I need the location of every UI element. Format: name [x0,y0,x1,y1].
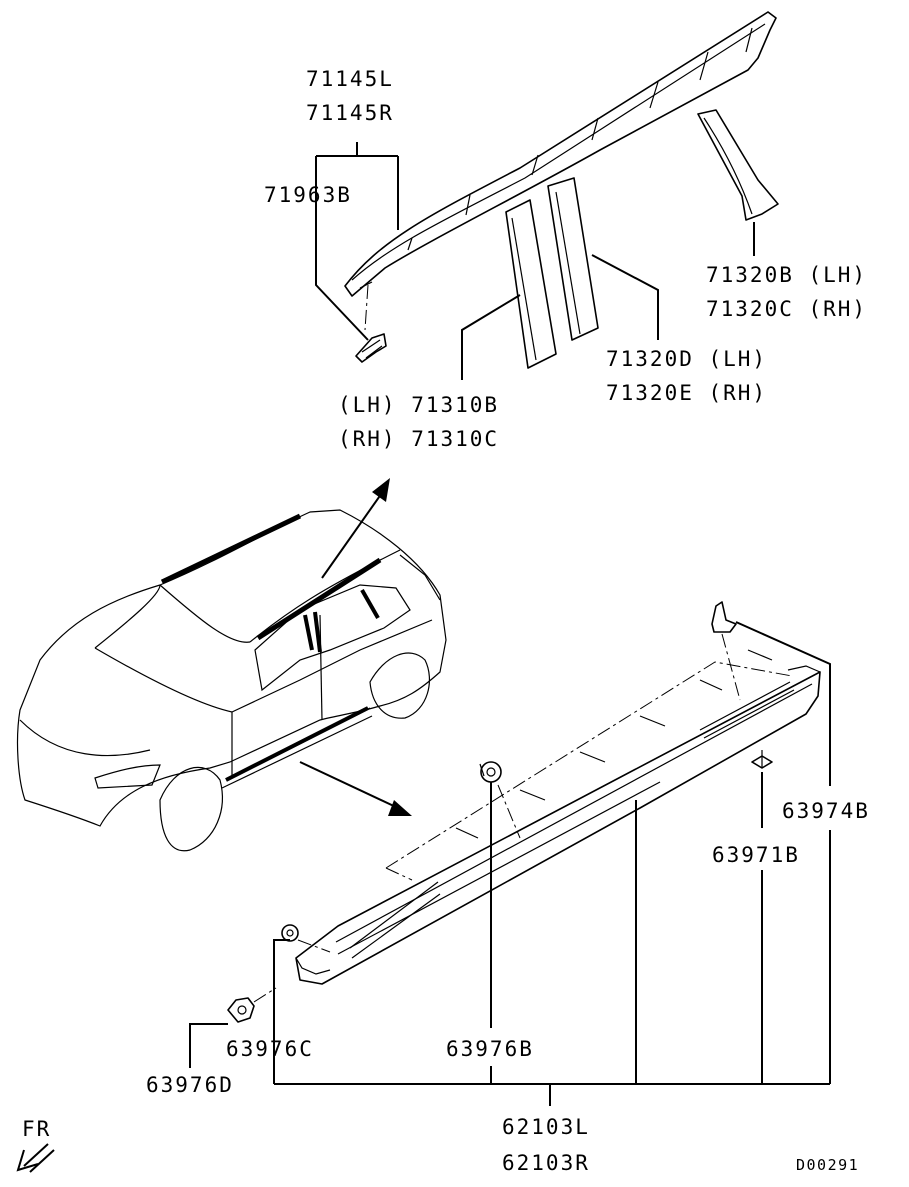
diagram-code: D00291 [796,1156,859,1174]
label-62103l: 62103L [502,1115,590,1139]
rear-pillar-garnish[interactable] [697,109,779,221]
callout-arrow-down [299,761,412,816]
label-71145r: 71145R [306,101,394,125]
center-pillar-garnish[interactable] [547,177,599,341]
label-71320e-rh: 71320E (RH) [606,381,767,405]
label-62103r: 62103R [502,1151,590,1175]
side-sill-garnish[interactable] [295,665,821,985]
screw-63971b[interactable] [751,750,773,769]
roof-clip-71963b[interactable] [355,333,387,363]
label-71320d-lh: 71320D (LH) [606,347,767,371]
label-63976d: 63976D [146,1073,234,1097]
clip-63974b[interactable] [711,601,737,633]
front-pillar-garnish[interactable] [505,199,557,369]
roof-molding[interactable] [344,11,777,297]
label-63976c: 63976C [226,1037,314,1061]
label-71320b-lh: 71320B (LH) [706,263,867,287]
clip-63976c[interactable] [281,924,299,942]
clip-63976b[interactable] [479,761,502,783]
label-71310c-rh: (RH) 71310C [338,427,499,451]
clip-63976d[interactable] [227,997,255,1023]
label-71963b: 71963B [264,183,352,207]
label-71145l: 71145L [306,67,394,91]
label-63976b: 63976B [446,1037,534,1061]
front-direction-arrow-icon [16,1143,55,1173]
front-direction-label: FR [22,1117,51,1141]
label-71310b-lh: (LH) 71310B [338,393,499,417]
label-63971b: 63971B [712,843,800,867]
label-71320c-rh: 71320C (RH) [706,297,867,321]
label-63974b: 63974B [782,799,870,823]
callout-arrow-up [321,478,390,579]
